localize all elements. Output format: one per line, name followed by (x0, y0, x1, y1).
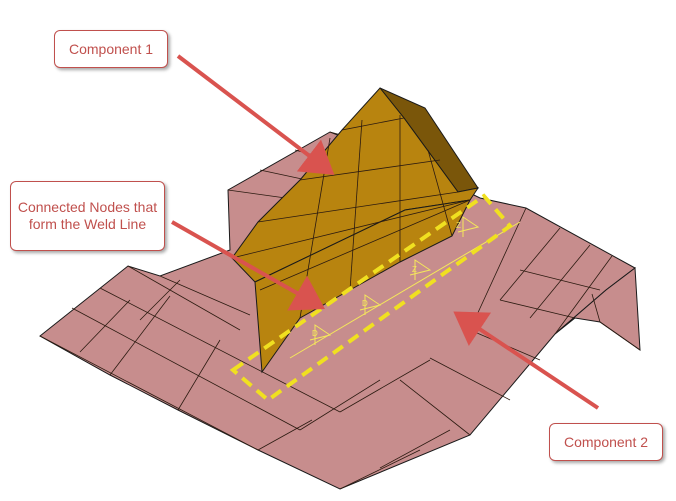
weld-line-box (229, 193, 513, 403)
arrow-connected-nodes (171, 220, 325, 311)
arrow-component-2 (453, 311, 600, 410)
callout-component-2: Component 2 (549, 423, 663, 461)
svg-text:D: D (362, 299, 368, 308)
weld-nodes: D D Z Z (289, 216, 521, 359)
callout-component-1: Component 1 (54, 30, 168, 68)
svg-text:Z: Z (412, 265, 417, 274)
callout-connected-nodes: Connected Nodes that form the Weld Line (10, 181, 165, 251)
svg-text:Z: Z (456, 221, 461, 230)
component-1-roof (231, 87, 480, 374)
component-2-plate (39, 131, 641, 490)
arrow-component-1 (176, 54, 335, 175)
svg-text:D: D (312, 329, 318, 338)
